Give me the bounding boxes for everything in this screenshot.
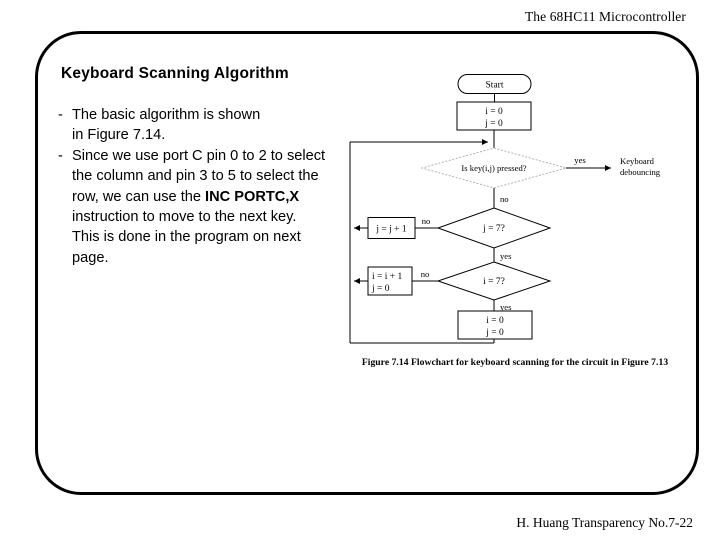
- flow-node-decision-key-label: Is key(i,j) pressed?: [461, 163, 526, 173]
- bullet-text: Since we use port C pin 0 to 2 to select…: [72, 146, 326, 268]
- flow-node-start: Start: [457, 74, 532, 94]
- flow-node-init: i = 0 j = 0: [456, 101, 532, 131]
- flow-node-debouncing-line1: Keyboard: [620, 156, 655, 166]
- flow-edge-label-j-yes: yes: [500, 251, 512, 261]
- flow-node-inc-i-line2: j = 0: [371, 284, 390, 294]
- slide-footer-text: H. Huang Transparency No.7-22: [516, 515, 693, 530]
- slide-body-frame: [35, 31, 699, 495]
- page-title: Keyboard Scanning Algorithm: [61, 65, 289, 82]
- flow-edge-label-key-yes: yes: [574, 155, 586, 165]
- bullet-marker: -: [58, 107, 63, 123]
- flow-node-decision-i-label: i = 7?: [483, 277, 505, 287]
- flow-node-debouncing-line2: debouncing: [620, 167, 661, 177]
- flow-edge-label-key-no: no: [500, 194, 509, 204]
- flow-node-debouncing: Keyboard debouncing: [620, 156, 661, 177]
- flow-node-inc-i-line1: i = i + 1: [372, 272, 402, 282]
- bullet-list: - The basic algorithm is shown in Figure…: [58, 105, 326, 268]
- flow-node-reset-line1: i = 0: [486, 316, 504, 326]
- flow-node-decision-j-label: j = 7?: [482, 224, 505, 234]
- flow-node-inc-j-label: j = j + 1: [375, 225, 406, 235]
- flow-node-decision-key: Is key(i,j) pressed?: [420, 147, 568, 189]
- flow-edge-label-j-no: no: [422, 216, 431, 226]
- bullet-text-post: instruction to move to the next key. Thi…: [72, 209, 301, 266]
- bullet-line: in Figure 7.14.: [72, 127, 166, 144]
- list-item: - The basic algorithm is shown in Figure…: [58, 105, 326, 146]
- flow-node-inc-j: j = j + 1: [367, 217, 416, 239]
- flowchart-figure: Start i = 0 j = 0 Is key(i,j) pressed? y…: [330, 60, 690, 360]
- bullet-text: The basic algorithm is shown in Figure 7…: [72, 105, 326, 146]
- list-item: - Since we use port C pin 0 to 2 to sele…: [58, 146, 326, 268]
- flow-node-decision-i: i = 7?: [436, 261, 552, 301]
- flow-node-inc-i: i = i + 1 j = 0: [367, 266, 413, 296]
- flow-node-reset: i = 0 j = 0: [457, 310, 533, 340]
- bullet-line: The basic algorithm is shown: [72, 107, 261, 123]
- slide-header-title: The 68HC11 Microcontroller: [524, 9, 686, 24]
- flow-edge-label-i-yes: yes: [500, 302, 512, 312]
- bullet-marker: -: [58, 147, 63, 164]
- figure-caption: Figure 7.14 Flowchart for keyboard scann…: [361, 357, 669, 368]
- flow-node-decision-j: j = 7?: [436, 207, 552, 249]
- bullet-text-emphasis: INC PORTC,X: [205, 188, 300, 205]
- flow-node-init-line1: i = 0: [485, 107, 503, 117]
- flow-edge-label-i-no: no: [421, 269, 430, 279]
- flow-node-start-label: Start: [486, 81, 504, 91]
- bullet-text-pre: Since we use port C pin 0 to 2 to select…: [72, 147, 326, 205]
- flow-node-reset-line2: j = 0: [485, 328, 504, 338]
- flow-node-init-line2: j = 0: [484, 119, 503, 129]
